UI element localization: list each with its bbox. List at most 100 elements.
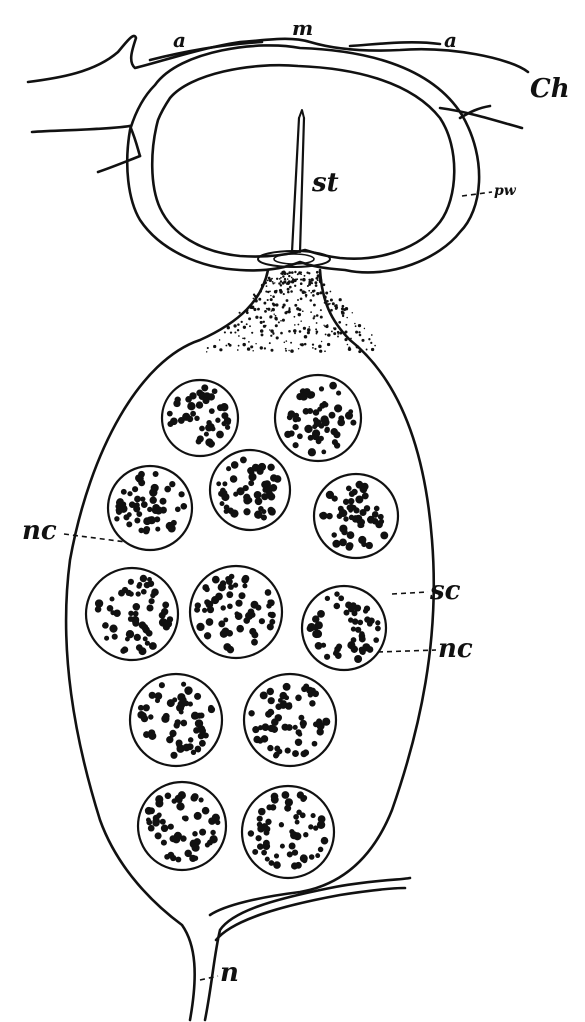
stipple-dot [285, 282, 288, 285]
stipple-dot [326, 324, 329, 326]
chromatin-dot [164, 792, 172, 800]
stipple-dot [308, 289, 311, 292]
label-nc-right: nc [438, 634, 473, 664]
stipple-dot [294, 270, 297, 274]
chromatin-dot [147, 824, 155, 832]
chromatin-dot [94, 599, 104, 608]
chromatin-dot [185, 688, 192, 695]
stipple-dot [351, 312, 354, 314]
stipple-dot [238, 335, 240, 337]
chromatin-dot [375, 520, 383, 529]
stipple-dot [365, 348, 368, 351]
stipple-dot [290, 341, 293, 344]
stipple-dot [282, 275, 285, 278]
stipple-dot [286, 272, 289, 275]
stipple-dot [271, 307, 275, 312]
stipple-dot [300, 320, 302, 322]
chromatin-dot [311, 740, 318, 747]
chromatin-dot [351, 610, 358, 617]
chromatin-dot [186, 415, 194, 423]
chromatin-dot [309, 700, 316, 707]
stipple-dot [265, 307, 268, 310]
chromatin-dot [375, 620, 381, 626]
chromatin-dot [336, 390, 342, 396]
chromatin-dot [348, 617, 354, 623]
chromatin-dot [192, 855, 199, 861]
chromatin-dot [152, 471, 159, 477]
stipple-dot [299, 288, 303, 292]
chromatin-dot [284, 430, 292, 439]
stipple-dot [248, 341, 250, 343]
stipple-dot [234, 331, 237, 334]
stipple-dot [319, 349, 323, 353]
stipple-dot [257, 307, 260, 311]
stipple-dot [285, 340, 288, 342]
chromatin-dot [148, 691, 156, 699]
chromatin-dot [202, 386, 208, 392]
chromatin-dot [160, 839, 167, 846]
chromatin-dot [125, 630, 135, 639]
chromatin-dot [174, 396, 181, 403]
stipple-dot [333, 327, 337, 331]
chromatin-dot [204, 586, 210, 593]
chromatin-dot [316, 728, 324, 736]
chromatin-dot [371, 511, 379, 518]
stipple-dot [279, 284, 283, 287]
chromatin-dot [328, 411, 336, 419]
chromatin-dot [299, 392, 308, 401]
chromatin-dot [341, 528, 348, 536]
chromatin-dot [248, 469, 255, 476]
stipple-dot [266, 298, 269, 302]
chromatin-dot [228, 584, 234, 590]
chromatin-dot [201, 806, 210, 815]
chromatin-dot [247, 830, 255, 837]
stipple-dot [308, 280, 312, 284]
stipple-dot [274, 316, 278, 321]
stipple-dot [316, 274, 321, 278]
chromatin-dot [361, 482, 369, 491]
stipple-dot [331, 302, 335, 306]
chromatin-dot [359, 508, 367, 517]
nucleus [300, 584, 388, 672]
chromatin-dot [287, 410, 296, 419]
chromatin-dot [355, 626, 362, 633]
chromatin-dot [150, 592, 156, 599]
stipple-dot [314, 281, 318, 285]
stipple-dot [320, 340, 323, 343]
chromatin-dot [351, 515, 360, 523]
chromatin-dot [156, 813, 162, 819]
chromatin-dot [215, 417, 221, 423]
stipple-dot [355, 345, 359, 349]
stipple-dot [213, 344, 217, 349]
stipple-dot [318, 344, 322, 349]
stipple-dot [285, 299, 289, 302]
chromatin-dot [199, 739, 206, 747]
stipple-dot [228, 343, 232, 347]
stipple-dot [315, 322, 318, 324]
chromatin-dot [226, 591, 234, 599]
chromatin-dot [322, 717, 331, 726]
chromatin-dot [127, 616, 134, 622]
chromatin-dot [94, 606, 102, 613]
chromatin-dot [293, 814, 299, 820]
stipple-dot [280, 276, 282, 279]
stipple-dot [285, 349, 288, 352]
chromatin-dot [120, 488, 127, 495]
stipple-dot [226, 326, 230, 330]
chromatin-dot [245, 611, 254, 620]
stipple-dot [338, 320, 342, 324]
stipple-dot [315, 276, 319, 280]
cytoplasm-stipple [205, 270, 376, 354]
chromatin-dot [267, 599, 273, 605]
stipple-dot [267, 276, 271, 280]
stipple-dot [315, 330, 319, 334]
chromatin-dot [199, 828, 207, 836]
stipple-dot [354, 325, 357, 328]
chromatin-dot [146, 819, 153, 826]
stipple-dot [219, 348, 223, 352]
stipple-dot [374, 344, 376, 347]
chromatin-dot [325, 490, 335, 500]
chromatin-dot [345, 543, 353, 551]
chromatin-dot [154, 506, 163, 515]
